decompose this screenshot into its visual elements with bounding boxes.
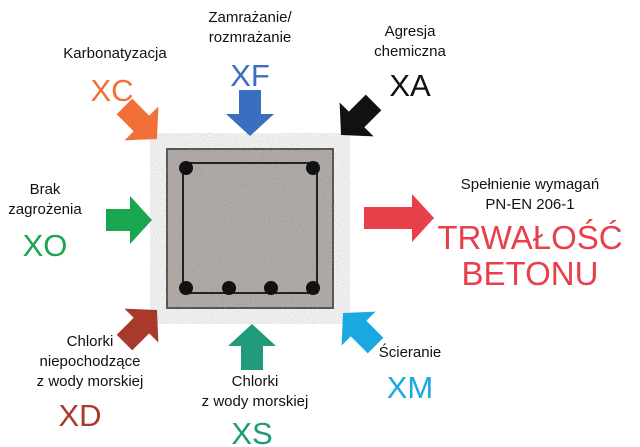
xm-label: Ścieranie: [378, 344, 442, 361]
result-label: PN-EN 206-1: [485, 196, 575, 213]
xm-arrow-icon: [341, 311, 384, 354]
xd-code: XD: [58, 398, 102, 433]
xd-arrow-icon: [116, 308, 159, 351]
xc-arrow-icon: [116, 98, 159, 141]
xf-label: Zamrażanie/: [208, 9, 292, 26]
xa-arrow-icon: [339, 94, 382, 137]
xs-label: z wody morskiej: [201, 393, 309, 410]
xa-label: Agresja: [384, 23, 436, 40]
rebar-dots: [179, 161, 320, 295]
result-label: Spełnienie wymagań: [460, 176, 600, 193]
xs-code: XS: [231, 416, 273, 447]
xo-code: XO: [22, 228, 68, 263]
result-title: BETONU: [461, 255, 599, 292]
xd-label: z wody morskiej: [36, 373, 144, 390]
xm-code: XM: [386, 370, 434, 405]
xd-label: niepochodzące: [39, 353, 141, 370]
xo-arrow-icon: [106, 196, 152, 244]
xc-code: XC: [90, 73, 134, 108]
xa-code: XA: [389, 68, 431, 103]
xc-label: Karbonatyzacja: [63, 45, 167, 62]
xf-code: XF: [230, 58, 270, 93]
xa-label: chemiczna: [374, 43, 446, 60]
xo-label: Brak: [29, 181, 61, 198]
result-arrow-icon: [364, 194, 434, 242]
xs-arrow-icon: [228, 324, 276, 370]
xf-arrow-icon: [226, 90, 274, 136]
stirrup: [182, 162, 318, 294]
xf-label: rozmrażanie: [208, 29, 292, 46]
xo-label: zagrożenia: [8, 201, 82, 218]
xd-label: Chlorki: [66, 333, 114, 350]
xs-label: Chlorki: [231, 373, 279, 390]
result-title: TRWAŁOŚĆ: [437, 219, 623, 256]
concrete-cross-section: [166, 148, 334, 309]
